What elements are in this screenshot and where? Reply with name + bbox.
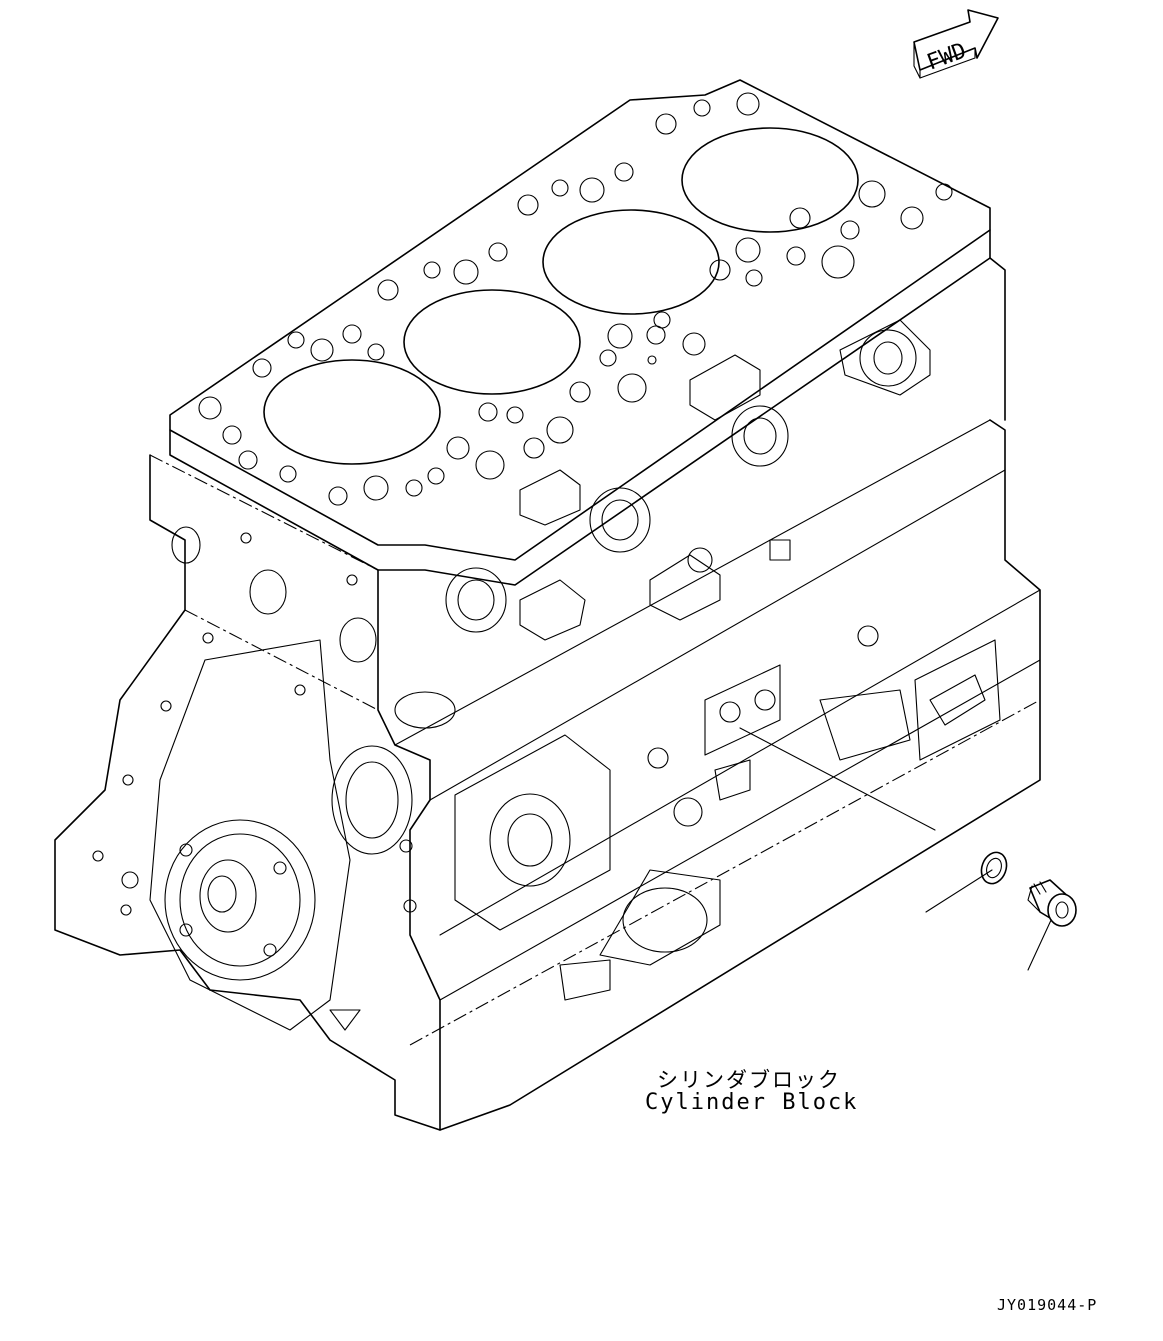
gasket-washer-icon <box>980 851 1008 885</box>
leader-line-washer-callout <box>925 869 993 913</box>
drain-plug-icon <box>1027 879 1077 927</box>
leader-line-washer <box>739 727 936 831</box>
leader-line-plug-callout <box>1027 917 1053 971</box>
part-label-english: Cylinder Block <box>645 1090 859 1115</box>
fwd-direction-arrow-icon: FWD <box>913 9 999 79</box>
part-label-japanese: シリンダブロック <box>657 1068 841 1092</box>
drawing-number: JY019044-P <box>997 1296 1098 1314</box>
fwd-label: FWD <box>924 39 970 76</box>
cylinder-block <box>54 79 1041 1131</box>
